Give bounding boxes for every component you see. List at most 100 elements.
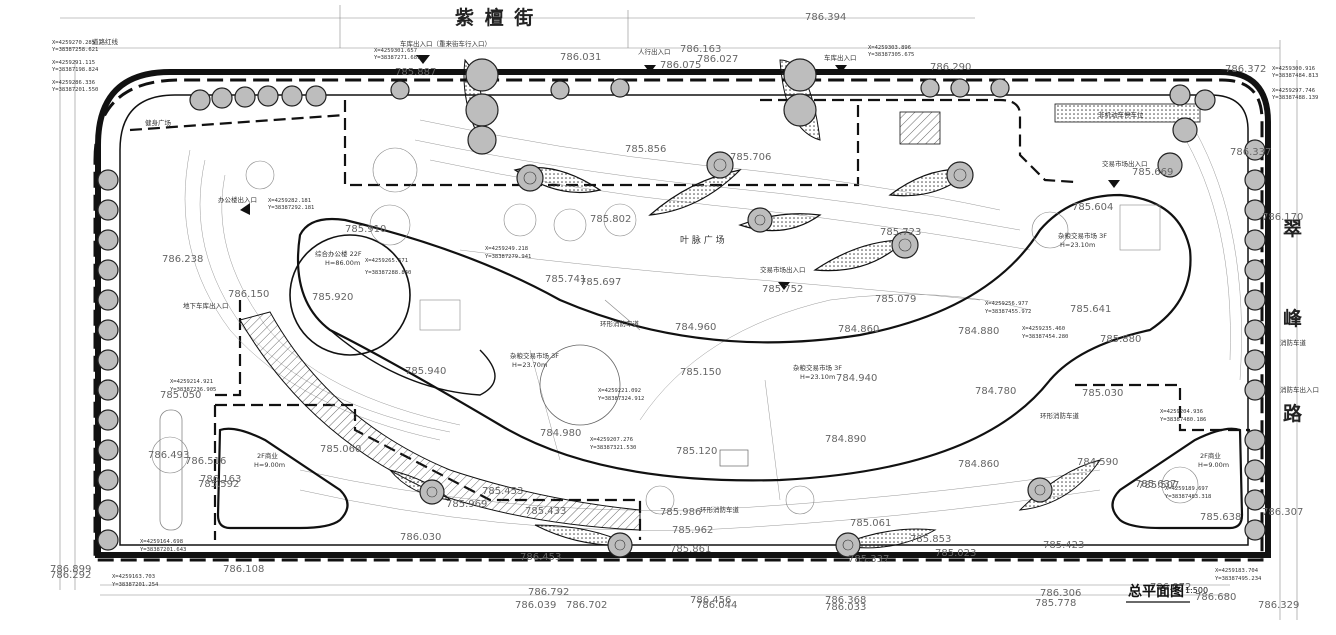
pedestrian-entry-label: 人行出入口	[638, 47, 671, 56]
commercial-west-label: 2F商业	[257, 451, 278, 460]
entry-arrow-icon	[1108, 180, 1120, 188]
elev-label: 786.238	[162, 254, 203, 265]
coord-label: Y=38387480.186	[1160, 417, 1206, 423]
tree-row-west	[97, 169, 119, 551]
elev-label: 786.108	[223, 564, 264, 575]
elev-label: 785.962	[672, 525, 713, 536]
market-east-label: 杂粮交易市场 3F	[1058, 231, 1107, 240]
elev-label: 785.030	[1082, 388, 1123, 399]
coord-label: X=4259214.921	[170, 379, 213, 385]
fire-lane-3-label: 环形消防车道	[700, 505, 740, 514]
elev-label: 785.969	[446, 499, 487, 510]
coord-label: X=4259270.285	[52, 40, 95, 46]
road-lines	[59, 5, 1298, 620]
elev-label: 785.638	[1200, 512, 1241, 523]
coord-label: Y=38387201.550	[52, 87, 98, 93]
elev-label: 786.163	[200, 474, 241, 485]
elev-label: 786.170	[1262, 212, 1303, 223]
elev-label: 784.980	[540, 428, 581, 439]
fire-entry-label: 消防车出入口	[1280, 385, 1319, 394]
elev-label: 786.307	[1262, 507, 1303, 518]
north-street-name: 紫 檀 街	[455, 6, 535, 29]
control-line-label: 道路红线	[92, 37, 119, 46]
elev-label: 785.337	[848, 554, 889, 565]
east-street-name-1: 翠	[1283, 218, 1304, 240]
elev-label: 785.423	[1043, 540, 1084, 551]
coord-label: Y=38387321.530	[590, 445, 636, 451]
elev-label: 786.792	[528, 587, 569, 598]
coord-label: X=4259221.092	[598, 388, 641, 394]
elev-label: 784.890	[825, 434, 866, 445]
east-street-name-3: 路	[1283, 402, 1304, 425]
site-boundary-dashed	[93, 78, 1264, 562]
market-entry-label: 交易市场出入口	[760, 265, 806, 274]
elev-label: 785.706	[730, 152, 771, 163]
elev-label: 786.150	[228, 289, 269, 300]
coord-label: X=4259282.181	[268, 198, 311, 204]
coord-label: X=4259249.218	[485, 246, 528, 252]
elev-label: 785.433	[525, 506, 566, 517]
office-building-label: 综合办公楼 22F	[315, 249, 362, 258]
entrance-arrows	[240, 55, 1120, 290]
elev-label: 785.604	[1072, 202, 1113, 213]
elev-label: 786.072	[1150, 582, 1191, 593]
elev-label: 786.306	[1040, 588, 1081, 599]
market-west-label: 杂粮交易市场 3F	[510, 351, 559, 360]
entry-arrow-icon	[240, 203, 250, 215]
elev-label: 786.290	[930, 62, 971, 73]
elev-label: 786.075	[660, 60, 701, 71]
elev-label: 785.741	[545, 274, 586, 285]
elev-label: 786.027	[697, 54, 738, 65]
elev-label: 786.163	[680, 44, 721, 55]
elev-label: 785.061	[850, 518, 891, 529]
commercial-east-label: 2F商业	[1200, 451, 1221, 460]
parking-label: 非机动车停车位	[1098, 110, 1144, 119]
elev-label: 785.050	[160, 390, 201, 401]
commercial-east-height: H=9.00m	[1198, 461, 1229, 469]
coord-label: X=4259235.460	[1022, 326, 1065, 332]
leaf-plaza-label: 叶 脉 广 场	[680, 234, 725, 246]
commercial-west-height: H=9.00m	[254, 461, 285, 469]
coord-label: X=4259163.703	[112, 574, 155, 580]
open-tree-circles	[151, 147, 1199, 515]
elev-label: 784.940	[836, 373, 877, 384]
coord-label: X=4259291.115	[52, 60, 95, 66]
elev-label: 785.697	[580, 277, 621, 288]
plaza-west-label: 健身广场	[145, 118, 172, 127]
elev-label: 784.960	[675, 322, 716, 333]
elev-label: 785.637	[1135, 479, 1176, 490]
coord-label: X=4259183.704	[1215, 568, 1259, 574]
coord-label: X=4259297.746	[1272, 88, 1315, 94]
elev-label: 785.853	[910, 534, 951, 545]
coord-label: Y=38387292.181	[268, 205, 314, 211]
elev-label: 785.507	[1138, 480, 1179, 491]
elev-label: 785.079	[875, 294, 916, 305]
elev-label: 785.023	[935, 548, 976, 559]
coord-label: Y=38387198.824	[52, 67, 99, 73]
elev-label: 785.778	[1035, 598, 1076, 609]
elev-label: 785.910	[345, 224, 386, 235]
elev-label: 784.780	[975, 386, 1016, 397]
elev-label: 785.752	[762, 284, 803, 295]
feature-trees	[419, 58, 1198, 558]
elev-label: 786.329	[1258, 600, 1299, 611]
coord-label: Y=38387271.681	[374, 55, 420, 61]
elev-label: 786.453	[520, 552, 561, 563]
coord-label: X=4259256.977	[985, 301, 1028, 307]
elev-label: 786.493	[148, 450, 189, 461]
elev-label: 786.372	[1225, 64, 1266, 75]
drawing-scale: 1:500	[1185, 586, 1208, 595]
elev-label: 785.592	[198, 479, 239, 490]
coord-label: Y=38387488.139	[1272, 95, 1318, 101]
basement-entry-label: 地下车库出入口	[183, 301, 229, 310]
tree-row-east	[1244, 139, 1266, 541]
coord-label: Y=38387258.621	[52, 47, 98, 53]
coord-label: X=4259207.276	[590, 437, 633, 443]
east-street-name-2: 峰	[1283, 307, 1304, 330]
coord-label: X=4259265.571	[365, 258, 408, 264]
vehicle-entry-label: 车库出入口（重来街车行入口）	[400, 39, 491, 48]
elev-label: 785.880	[1100, 334, 1141, 345]
coord-label: Y=38387236.905	[170, 387, 216, 393]
coord-label: X=4259164.698	[140, 539, 183, 545]
entry-arrow-icon	[835, 65, 847, 73]
